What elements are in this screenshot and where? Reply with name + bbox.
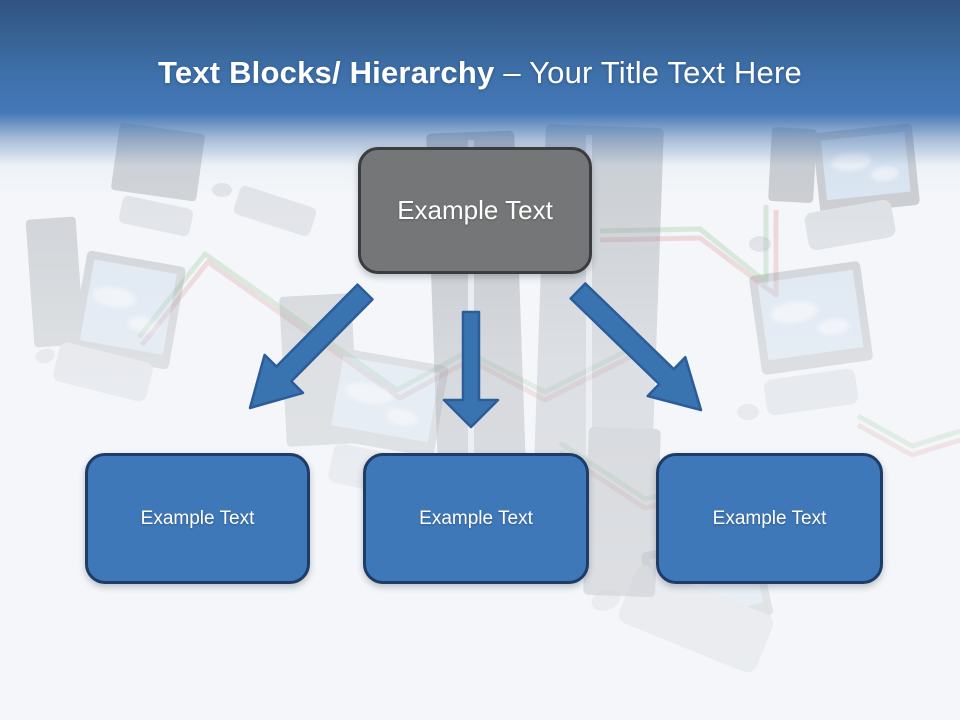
arrow-down-left-icon[interactable] [248, 283, 374, 410]
arrow-down-icon[interactable] [442, 310, 500, 429]
child-text-block-3[interactable]: Example Text [656, 453, 883, 584]
child-text-block-1-label: Example Text [140, 507, 255, 529]
root-text-block-label: Example Text [397, 195, 553, 225]
child-text-block-2[interactable]: Example Text [363, 453, 589, 584]
child-text-block-1[interactable]: Example Text [85, 453, 310, 584]
title-bold-text: Text Blocks/ Hierarchy [158, 55, 495, 90]
arrow-down-right-icon[interactable] [569, 282, 703, 412]
child-text-block-2-label: Example Text [419, 507, 533, 529]
child-text-block-3-label: Example Text [712, 507, 827, 529]
title-regular-text: – Your Title Text Here [503, 55, 802, 90]
root-text-block[interactable]: Example Text [358, 147, 592, 274]
page-title[interactable]: Text Blocks/ Hierarchy– Your Title Text … [0, 54, 960, 92]
